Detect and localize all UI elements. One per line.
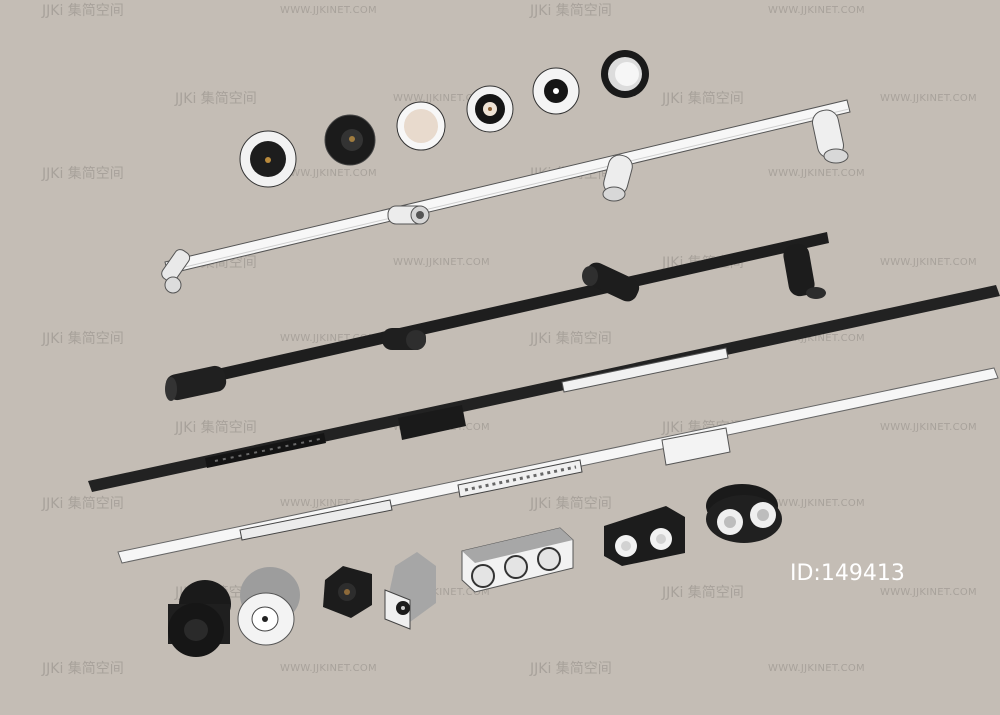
watermark-url: WWW.JJKINET.COM	[280, 5, 377, 16]
double-black-box	[604, 506, 685, 566]
grille-light-white	[457, 459, 583, 498]
spotlight-black	[165, 365, 227, 401]
cylinder-black	[168, 580, 231, 657]
watermark-logo: JJKi 集简空间	[529, 2, 612, 19]
watermark-url: WWW.JJKINET.COM	[393, 257, 490, 268]
watermark-logo: JJKi 集简空间	[41, 330, 124, 347]
watermark-url: WWW.JJKINET.COM	[280, 498, 377, 509]
watermark-url: WWW.JJKINET.COM	[880, 587, 977, 598]
spotlight-black	[783, 243, 826, 299]
watermark-logo: JJKi 集简空间	[41, 660, 124, 677]
watermark-logo: JJKi 集简空间	[529, 495, 612, 512]
square-black	[323, 566, 372, 618]
downlight-white-black-ring-round	[466, 85, 514, 133]
watermark-url: WWW.JJKINET.COM	[768, 5, 865, 16]
triple-white-box	[461, 527, 574, 593]
watermark-url: WWW.JJKINET.COM	[880, 93, 977, 104]
watermark-url: WWW.JJKINET.COM	[280, 663, 377, 674]
watermark-url: WWW.JJKINET.COM	[768, 498, 865, 509]
downlight-white-black-center-round	[532, 67, 580, 115]
downlight-black-round	[324, 114, 376, 166]
downlight-black-rim-round	[601, 50, 649, 98]
spotlight-black	[582, 262, 640, 302]
cylinder-grey-white	[237, 567, 300, 646]
grille-light-black	[205, 433, 326, 468]
surface-mounted-fixtures	[168, 484, 782, 657]
watermark-url: WWW.JJKINET.COM	[880, 257, 977, 268]
track-white-spot	[161, 99, 851, 294]
recessed-downlights	[239, 50, 649, 188]
watermark-url: WWW.JJKINET.COM	[393, 93, 490, 104]
image-id-label: ID:149413	[790, 561, 905, 586]
watermark-logo: JJKi 集简空间	[174, 419, 257, 436]
watermark-url: WWW.JJKINET.COM	[280, 168, 377, 179]
spotlight-black	[382, 328, 426, 350]
watermark-url: WWW.JJKINET.COM	[768, 333, 865, 344]
watermark-logo: JJKi 集简空间	[661, 90, 744, 107]
watermark-logo: JJKi 集简空间	[41, 495, 124, 512]
double-black-oval	[706, 484, 782, 543]
spotlight-white	[387, 205, 430, 225]
watermark-logo: JJKi 集简空间	[661, 584, 744, 601]
watermark-logo: JJKi 集简空间	[529, 330, 612, 347]
watermark-url: WWW.JJKINET.COM	[768, 663, 865, 674]
driver-box-white	[661, 427, 731, 466]
linear-light-white	[561, 347, 729, 393]
watermark-logo: JJKi 集简空间	[529, 660, 612, 677]
spotlight-white	[812, 109, 849, 164]
track-white-linear	[117, 367, 999, 564]
watermark-url: WWW.JJKINET.COM	[393, 587, 490, 598]
watermark-logo: JJKi 集简空间	[41, 2, 124, 19]
watermark-logo: JJKi 集简空间	[174, 90, 257, 107]
downlight-white-beige-round	[396, 101, 446, 151]
spotlight-white	[161, 249, 191, 294]
driver-box	[398, 405, 466, 440]
square-grey	[384, 552, 436, 630]
linear-light-white	[239, 499, 393, 541]
watermark-url: WWW.JJKINET.COM	[768, 168, 865, 179]
track-black-linear	[88, 285, 1000, 492]
spotlight-white	[602, 154, 633, 202]
track-black-spot	[165, 232, 829, 401]
watermark-url: WWW.JJKINET.COM	[880, 422, 977, 433]
watermark-url: WWW.JJKINET.COM	[280, 333, 377, 344]
downlight-white-round	[239, 130, 297, 188]
watermark-logo: JJKi 集简空间	[41, 165, 124, 182]
